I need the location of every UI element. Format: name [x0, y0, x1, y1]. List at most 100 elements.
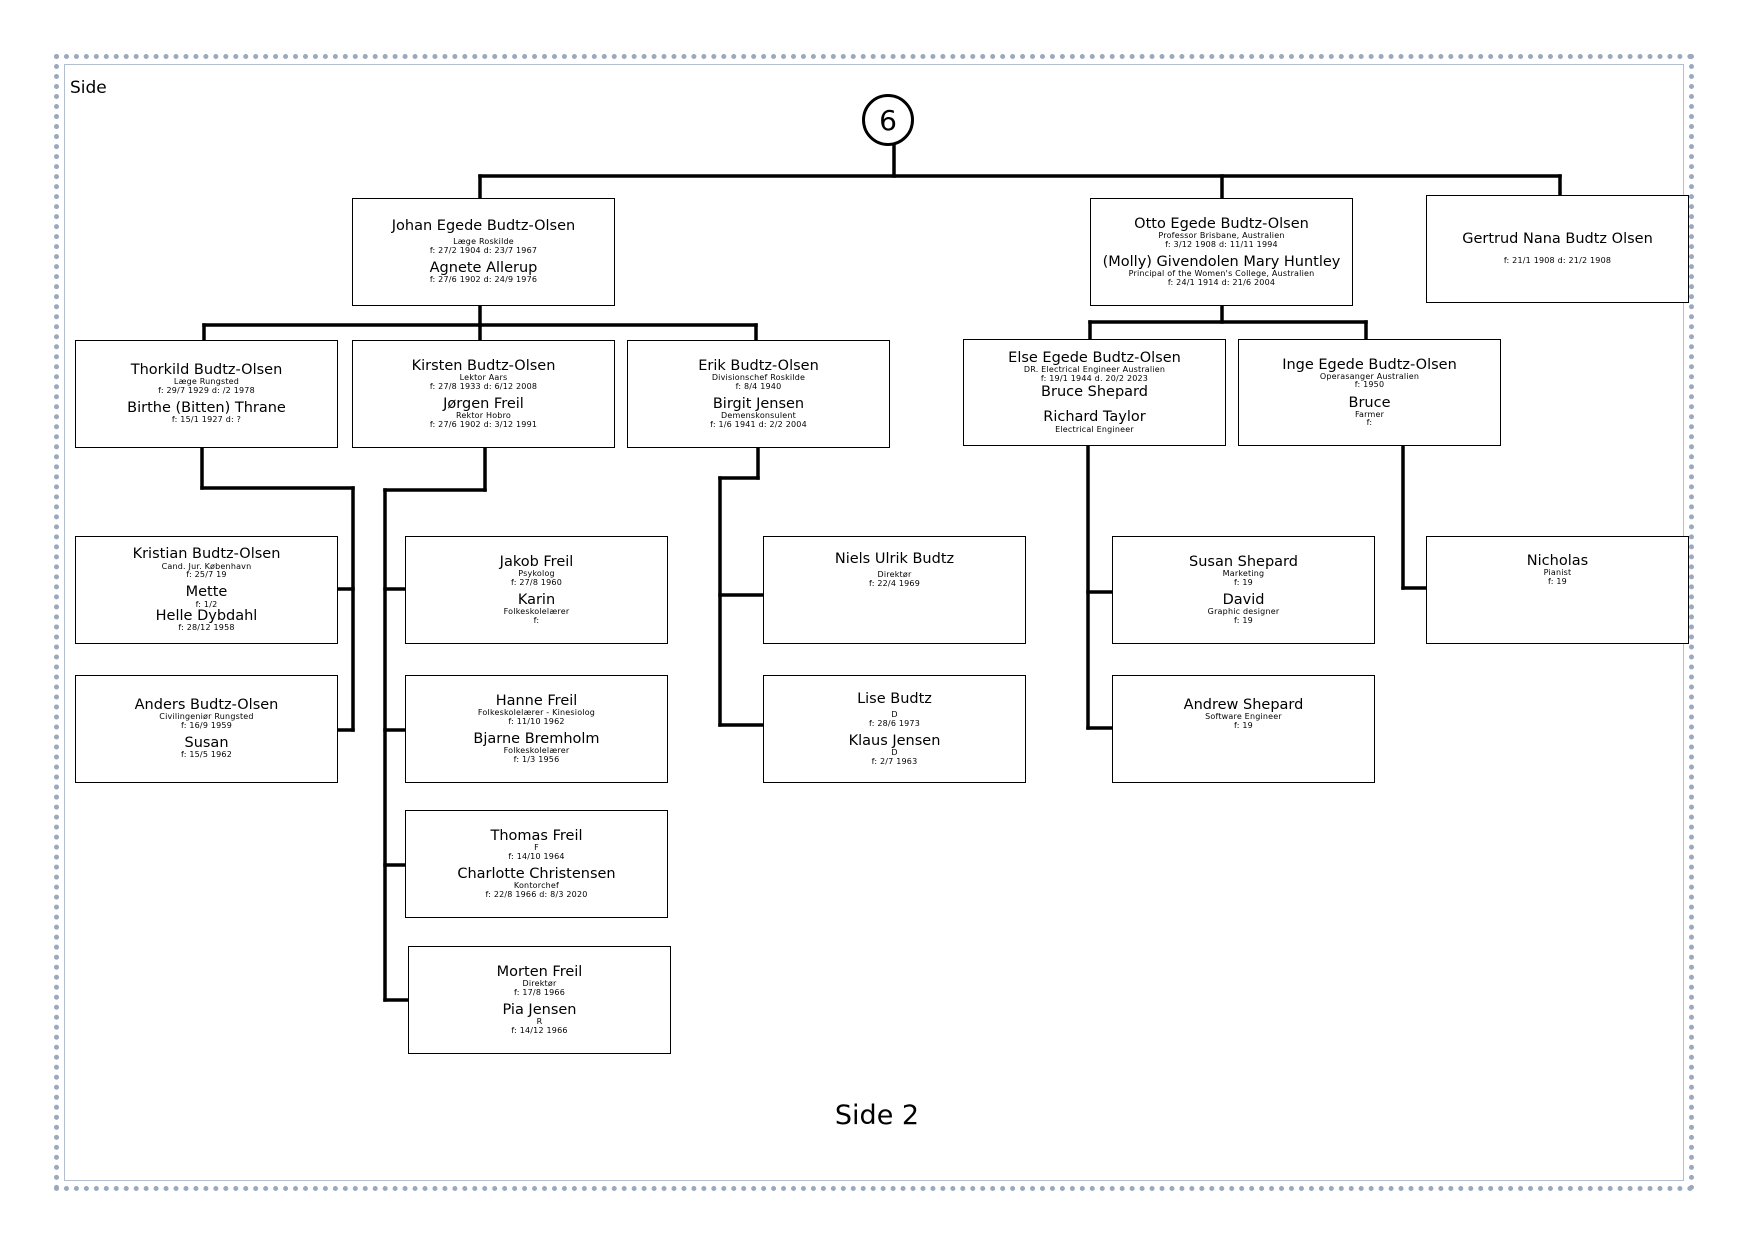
dates: f: 19	[1234, 577, 1253, 587]
dates: f: 1950	[1354, 380, 1385, 390]
person-name: Niels Ulrik Budtz	[834, 551, 955, 567]
spouse-occupation: R	[536, 1017, 543, 1027]
spouse-dates: f: 19	[1234, 615, 1253, 625]
person-box-kirsten: Kirsten Budtz-Olsen Lektor Aars f: 27/8 …	[352, 340, 615, 448]
person-box-inge: Inge Egede Budtz-Olsen Operasanger Austr…	[1238, 339, 1501, 446]
person-box-kristian: Kristian Budtz-Olsen Cand. Jur. Københav…	[75, 536, 338, 644]
spouse-occupation: Folkeskolelærer	[503, 607, 570, 617]
person-name: Thorkild Budtz-Olsen	[130, 362, 283, 379]
person-box-thomas: Thomas Freil F f: 14/10 1964 Charlotte C…	[405, 810, 668, 918]
person-name: Kirsten Budtz-Olsen	[411, 358, 556, 374]
person-box-thorkild: Thorkild Budtz-Olsen Læge Rungsted f: 29…	[75, 340, 338, 448]
spouse2-name: Richard Taylor	[1043, 409, 1146, 426]
spouse-dates: f:	[1366, 418, 1373, 428]
occupation: Civilingeniør Rungsted	[159, 712, 254, 722]
occupation: Psykolog	[518, 569, 555, 579]
dates: f: 8/4 1940	[735, 381, 782, 391]
occupation: Professor Brisbane, Australien	[1158, 231, 1285, 241]
person-name: Nicholas	[1526, 553, 1589, 569]
person-name: Anders Budtz-Olsen	[134, 697, 279, 714]
dates: f: 22/4 1969	[868, 578, 921, 588]
dates: f: 19	[1234, 720, 1253, 730]
person-box-gertrud: Gertrud Nana Budtz Olsen f: 21/1 1908 d:…	[1426, 195, 1689, 303]
spouse-occupation: Kontorchef	[513, 881, 560, 891]
root-number-badge: 6	[862, 94, 914, 146]
dates: f: 27/8 1933 d: 6/12 2008	[429, 381, 538, 391]
dates: f: 19	[1548, 576, 1567, 586]
spouse-dates: f: 2/7 1963	[871, 756, 918, 766]
occupation: Folkeskolelærer - Kinesiolog	[477, 708, 596, 718]
occupation: Divisionschef Roskilde	[711, 373, 806, 383]
spouse-dates: f: 15/5 1962	[180, 750, 233, 760]
person-box-lise: Lise Budtz D f: 28/6 1973 Klaus Jensen D…	[763, 675, 1026, 783]
spouse2-occupation: Electrical Engineer	[1055, 424, 1134, 434]
person-name: Johan Egede Budtz-Olsen	[391, 218, 576, 235]
spouse-name: Charlotte Christensen	[457, 866, 616, 882]
dates: f: 19/1 1944 d. 20/2 2023	[1040, 373, 1149, 383]
occupation: F	[534, 843, 539, 853]
person-name: Thomas Freil	[490, 828, 583, 844]
occupation: Læge Roskilde	[453, 237, 514, 247]
dates: f: 28/6 1973	[868, 718, 921, 728]
occupation: Direktør	[522, 979, 557, 989]
person-name: Gertrud Nana Budtz Olsen	[1462, 231, 1653, 248]
person-box-hanne: Hanne Freil Folkeskolelærer - Kinesiolog…	[405, 675, 668, 783]
occupation: Marketing	[1222, 569, 1265, 579]
spouse-name: Bruce	[1348, 394, 1391, 411]
person-name: Hanne Freil	[495, 693, 578, 709]
spouse-name: Birthe (Bitten) Thrane	[127, 400, 286, 417]
dates: f: 21/1 1908 d: 21/2 1908	[1503, 256, 1612, 266]
spouse-dates: f: 14/12 1966	[511, 1025, 568, 1035]
person-name: Kristian Budtz-Olsen	[132, 546, 281, 563]
occupation: DR. Electrical Engineer Australien	[1023, 365, 1166, 375]
dates: f: 27/8 1960	[510, 577, 563, 587]
spouse-name: Agnete Allerup	[429, 260, 538, 277]
dates: f: 14/10 1964	[508, 851, 565, 861]
spouse-dates: f: 1/3 1956	[513, 754, 560, 764]
spouse-name: Susan	[184, 735, 229, 752]
person-name: Else Egede Budtz-Olsen	[1008, 350, 1181, 367]
occupation: D	[891, 710, 898, 720]
dates: f: 3/12 1908 d: 11/11 1994	[1165, 239, 1278, 249]
person-box-otto: Otto Egede Budtz-Olsen Professor Brisban…	[1090, 198, 1353, 306]
dates: f: 27/2 1904 d: 23/7 1967	[429, 245, 538, 255]
occupation: Lektor Aars	[459, 373, 508, 383]
dates: f: 25/7 19	[186, 570, 227, 579]
spouse-dates: f: 1/6 1941 d: 2/2 2004	[710, 419, 807, 429]
spouse-name: Pia Jensen	[502, 1002, 577, 1018]
spouse-dates: f: 1/2	[195, 599, 218, 609]
spouse-dates: f: 27/6 1902 d: 3/12 1991	[429, 419, 538, 429]
person-name: Inge Egede Budtz-Olsen	[1282, 356, 1457, 373]
person-box-andrew: Andrew Shepard Software Engineer f: 19	[1112, 675, 1375, 783]
spouse-name: Mette	[185, 584, 228, 601]
person-box-else: Else Egede Budtz-Olsen DR. Electrical En…	[963, 339, 1226, 446]
person-box-niels: Niels Ulrik Budtz Direktør f: 22/4 1969	[763, 536, 1026, 644]
spouse-name: Bjarne Bremholm	[473, 731, 600, 747]
spouse-dates: f: 15/1 1927 d: ?	[171, 415, 242, 425]
occupation: Operasanger Australien	[1319, 371, 1420, 381]
spouse-occupation: Farmer	[1354, 409, 1385, 419]
spouse-dates: f: 22/8 1966 d: 8/3 2020	[485, 889, 588, 899]
person-name: Susan Shepard	[1189, 554, 1298, 570]
spouse-dates: f:	[533, 615, 540, 625]
stamp-border	[54, 54, 1694, 1191]
occupation: Direktør	[877, 570, 912, 580]
spouse-name: Jørgen Freil	[443, 396, 524, 412]
person-name: Jakob Freil	[499, 554, 574, 570]
occupation: Læge Rungsted	[173, 377, 240, 387]
person-name: Morten Freil	[496, 964, 583, 980]
spouse-dates: f: 27/6 1902 d: 24/9 1976	[429, 275, 538, 285]
person-box-johan: Johan Egede Budtz-Olsen Læge Roskilde f:…	[352, 198, 615, 306]
person-box-anders: Anders Budtz-Olsen Civilingeniør Rungste…	[75, 675, 338, 783]
person-box-susan: Susan Shepard Marketing f: 19 David Grap…	[1112, 536, 1375, 644]
corner-label: Side	[70, 78, 107, 98]
spouse-name: Bruce Shepard	[1041, 384, 1148, 401]
spouse-occupation: D	[891, 748, 898, 758]
occupation: Software Engineer	[1205, 712, 1282, 722]
spouse-occupation: Demenskonsulent	[721, 411, 796, 421]
person-name: Erik Budtz-Olsen	[698, 358, 819, 374]
spouse2-dates: f: 28/12 1958	[178, 623, 235, 633]
spouse-name: (Molly) Givendolen Mary Huntley	[1102, 254, 1341, 270]
dates: f: 16/9 1959	[180, 720, 233, 730]
spouse-name: Karin	[517, 592, 556, 608]
